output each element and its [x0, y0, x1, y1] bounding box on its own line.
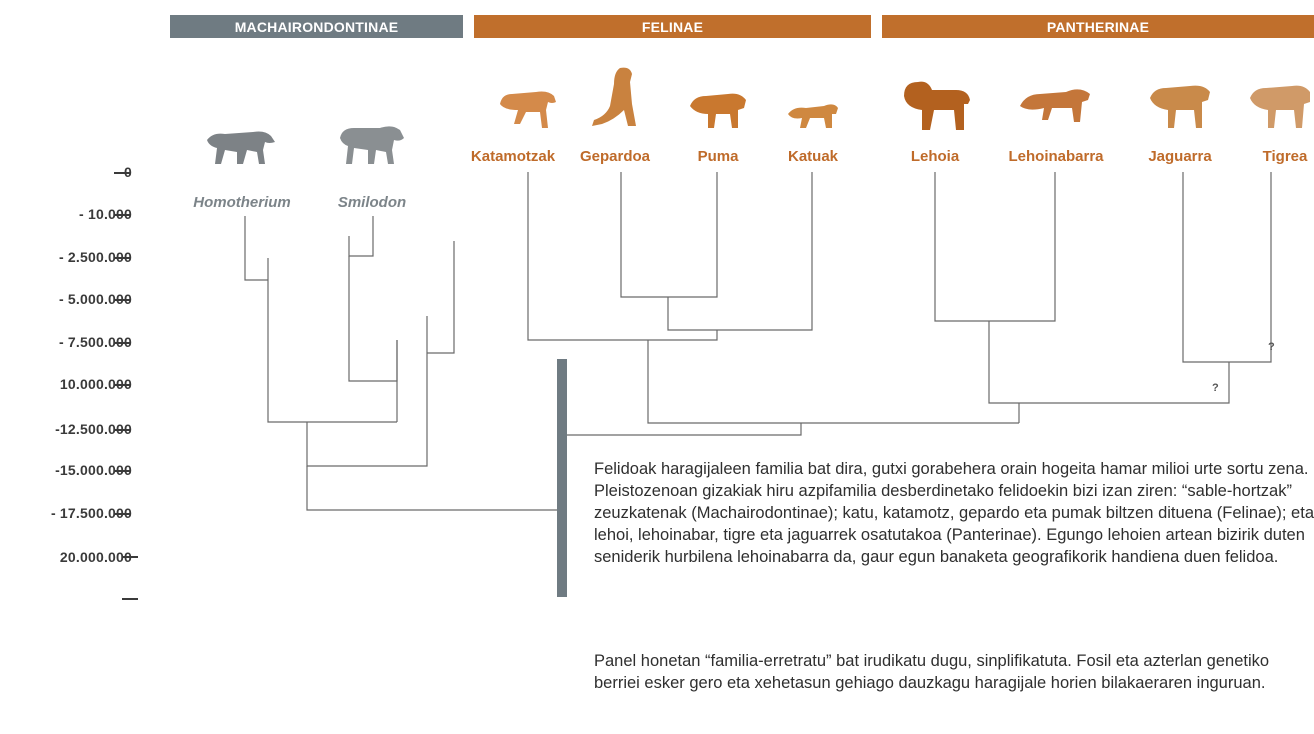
lynx-icon	[500, 91, 556, 128]
taxon-label-gepardoa: Gepardoa	[579, 148, 651, 165]
timeline-tick-label: - 5.000.000	[58, 291, 132, 307]
tree-branch	[934, 172, 1056, 322]
taxon-label-homotherium: Homotherium	[193, 194, 291, 211]
taxon-label-katuak: Katuak	[787, 148, 839, 165]
tree-branch	[988, 321, 1230, 404]
timeline-tick-mark	[114, 429, 130, 431]
tree-branch	[1182, 172, 1272, 363]
homotherium-icon	[207, 131, 275, 164]
timeline-tick-label: - 17.500.000	[50, 505, 132, 521]
cat-icon	[788, 104, 838, 128]
taxon-label-katamotzak: Katamotzak	[470, 148, 556, 165]
tree-branch	[306, 316, 428, 467]
timeline-tick-mark	[114, 299, 130, 301]
leopard-icon	[1020, 89, 1090, 122]
subfamily-band-felinae: FELINAE	[474, 15, 871, 38]
subfamily-band-pantherinae: PANTHERINAE	[882, 15, 1314, 38]
jaguar-icon	[1150, 85, 1210, 128]
tiger-icon	[1250, 85, 1310, 128]
description-paragraph: Felidoak haragijaleen familia bat dira, …	[594, 458, 1314, 568]
subfamily-band-machairodontinae: MACHAIRONDONTINAE	[170, 15, 463, 38]
subfamily-label: PANTHERINAE	[1046, 18, 1150, 35]
description-text: Panel honetan “familia-erretratu” bat ir…	[594, 652, 1270, 692]
cheetah-icon	[592, 67, 636, 126]
tree-branch	[647, 340, 1019, 424]
tree-branch	[348, 256, 398, 382]
subfamily-label: MACHAIRONDONTINAE	[234, 18, 399, 35]
taxon-label-lehoinabarra: Lehoinabarra	[1008, 148, 1104, 165]
puma-icon	[690, 93, 746, 128]
timeline-tick-label: - 2.500.000	[58, 249, 132, 265]
timeline-tick-mark	[114, 513, 130, 515]
description-accent-bar	[557, 359, 567, 597]
taxon-label-puma: Puma	[697, 148, 739, 165]
tree-branch	[244, 216, 268, 281]
timeline-tick-mark	[114, 342, 130, 344]
tree-branch	[306, 466, 557, 511]
timeline-tick-label: - 7.500.000	[58, 334, 132, 350]
description-text: Felidoak haragijaleen familia bat dira, …	[594, 460, 1314, 566]
tree-branch	[667, 172, 813, 331]
timeline-tick-mark	[114, 470, 130, 472]
timeline-tick-mark	[122, 598, 138, 600]
tree-branch	[348, 216, 374, 257]
taxon-label-smilodon: Smilodon	[337, 194, 407, 211]
timeline-tick-label: 20.000.000	[59, 549, 132, 565]
timeline-tick-mark	[122, 556, 138, 558]
timeline-tick-mark	[114, 257, 130, 259]
tree-branch	[527, 172, 718, 341]
timeline-tick-mark	[114, 214, 130, 216]
timeline-tick-label: 10.000.000	[59, 376, 132, 392]
timeline-tick-label: -12.500.000	[55, 421, 132, 437]
uncertain-mark: ?	[1212, 382, 1219, 394]
taxon-label-lehoia: Lehoia	[910, 148, 960, 165]
uncertain-mark: ?	[1268, 341, 1275, 353]
description-paragraph: Panel honetan “familia-erretratu” bat ir…	[594, 650, 1314, 694]
tree-branch	[267, 258, 397, 423]
tree-branch	[620, 172, 718, 298]
subfamily-label: FELINAE	[641, 18, 704, 35]
lion-icon	[904, 81, 970, 130]
taxon-label-jaguarra: Jaguarra	[1148, 148, 1212, 165]
timeline-tick-mark	[114, 384, 130, 386]
tree-branch	[427, 241, 455, 354]
taxon-label-tigrea: Tigrea	[1262, 148, 1308, 165]
timeline-tick-label: -15.000.000	[55, 462, 132, 478]
timeline-tick-mark	[114, 172, 130, 174]
tree-branch	[567, 423, 802, 436]
timeline-tick-label: - 10.000	[79, 206, 132, 222]
smilodon-icon	[340, 126, 404, 164]
